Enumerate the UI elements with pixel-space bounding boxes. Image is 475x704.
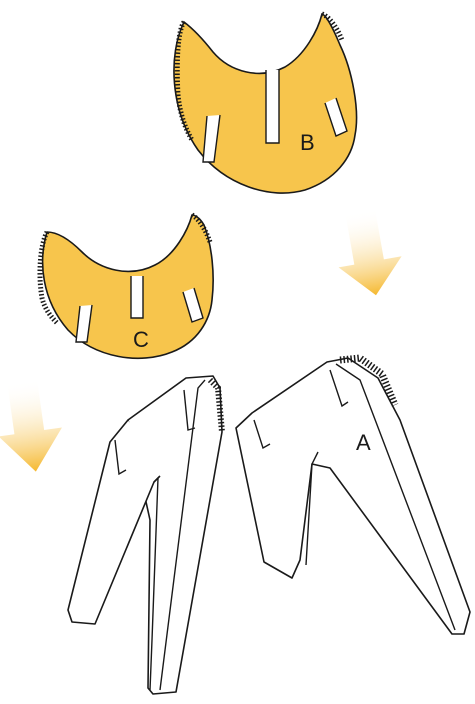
leg-left-body (128, 376, 222, 694)
arrow-down-icon (330, 205, 408, 301)
part-c-label: C (133, 327, 149, 352)
part-b-label: B (300, 130, 315, 155)
arrow-to-left-legs (0, 376, 68, 476)
part-c-body (43, 215, 213, 358)
arrow-to-a (330, 205, 408, 301)
part-b-slot-center (266, 70, 279, 143)
leg-left (68, 376, 222, 694)
part-c-slot-center (131, 276, 143, 318)
part-a-label: A (356, 430, 371, 455)
part-a-body (236, 358, 470, 634)
arrow-down-icon (0, 376, 68, 476)
part-a: A (236, 358, 470, 634)
part-c: C (40, 215, 213, 358)
part-b: B (174, 14, 357, 193)
